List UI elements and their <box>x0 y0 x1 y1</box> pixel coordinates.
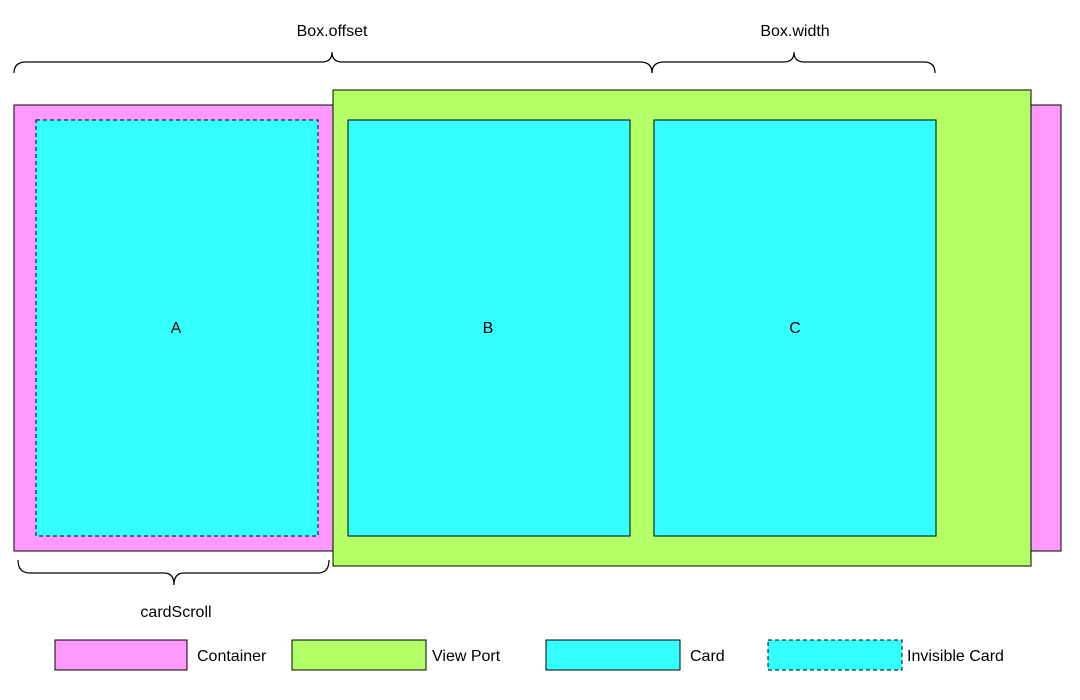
legend-container-label: Container <box>197 648 267 665</box>
legend-card-swatch <box>545 639 681 671</box>
legend-viewport-label: View Port <box>432 648 501 665</box>
legend-viewport-swatch <box>291 639 427 671</box>
box-width-brace <box>651 51 936 74</box>
card-scroll-brace <box>17 559 330 586</box>
box-offset-label: Box.offset <box>297 23 368 40</box>
card-c-label: C <box>789 320 801 337</box>
card-a-label: A <box>171 320 182 337</box>
legend: Container View Port Card Invisible Card <box>54 639 1004 671</box>
card-c <box>653 119 937 537</box>
legend-invisible-card-swatch <box>767 639 903 671</box>
box-width-label: Box.width <box>760 23 829 40</box>
box-offset-brace <box>13 51 653 74</box>
legend-container-swatch <box>54 639 188 671</box>
card-a-invisible <box>35 119 319 537</box>
legend-invisible-card-label: Invisible Card <box>907 648 1004 665</box>
card-scroll-label: cardScroll <box>140 604 211 621</box>
legend-card-label: Card <box>690 648 725 665</box>
card-b <box>347 119 631 537</box>
card-b-label: B <box>483 320 494 337</box>
